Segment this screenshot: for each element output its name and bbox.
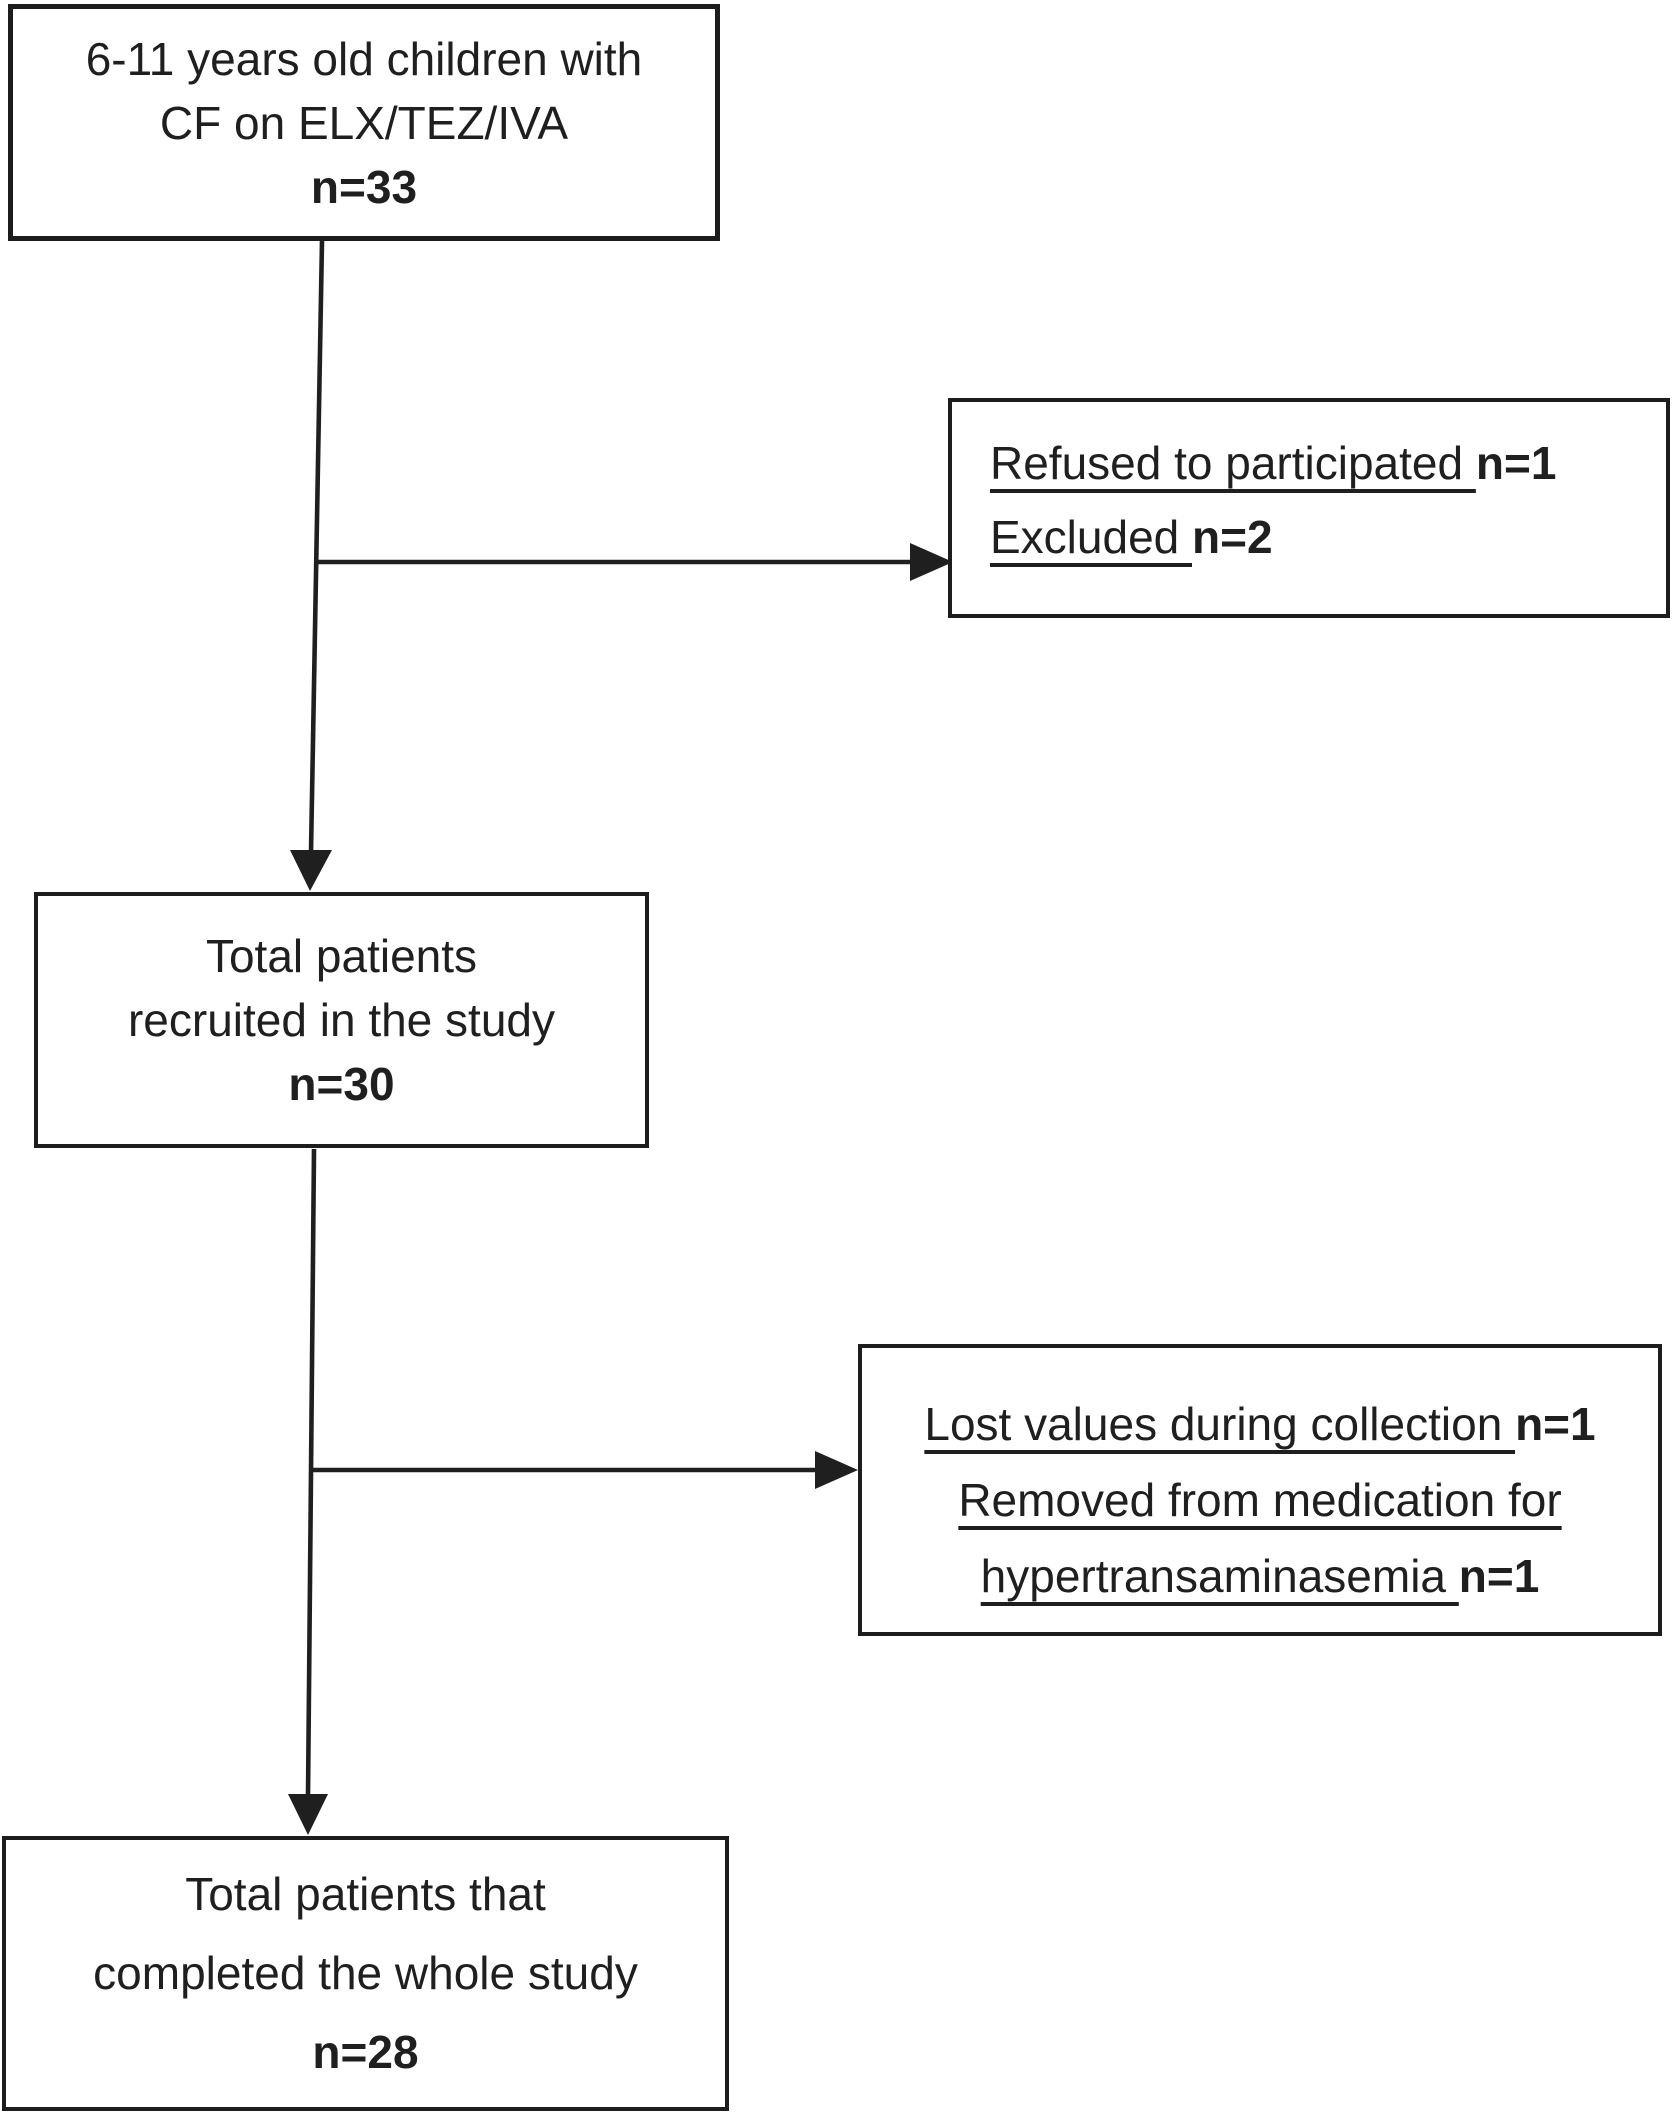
- connector-recruited-to-completed: [288, 1148, 328, 1835]
- refused-count: n=1: [1475, 437, 1557, 489]
- removed-medication-count: n=1: [1458, 1550, 1540, 1602]
- box-line: 6-11 years old children with: [85, 32, 643, 85]
- box-line: Total patients: [205, 930, 478, 982]
- box-count: n=30: [288, 1058, 395, 1110]
- removed-medication-label-line1: Removed from medication for: [958, 1474, 1562, 1526]
- box-line: CF on ELX/TEZ/IVA: [159, 96, 569, 149]
- arrowhead-right-refused: [910, 543, 953, 581]
- box-line: Lost values during collection n=1: [924, 1386, 1595, 1462]
- box-recruited-patients: Total patients recruited in the study n=…: [34, 892, 649, 1148]
- box-line: hypertransaminasemia n=1: [981, 1538, 1540, 1614]
- box-refused-excluded: Refused to participated n=1 Excluded n=2: [948, 398, 1670, 618]
- excluded-label: Excluded: [990, 511, 1193, 563]
- box-line: Excluded n=2: [990, 500, 1646, 574]
- box-eligible-children: 6-11 years old children with CF on ELX/T…: [8, 4, 720, 241]
- refused-label: Refused to participated: [990, 437, 1476, 489]
- box-line: Total patients that: [185, 1868, 546, 1920]
- box-line: Removed from medication for: [958, 1462, 1561, 1538]
- box-completed-patients: Total patients that completed the whole …: [2, 1836, 729, 2111]
- arrowhead-down-completed: [288, 1794, 328, 1835]
- arrowhead-down-recruited: [290, 850, 332, 891]
- box-line: Refused to participated n=1: [990, 426, 1646, 500]
- connector-branch-to-withdrawn: [310, 1451, 858, 1489]
- connector-eligible-to-recruited: [290, 240, 332, 891]
- arrowhead-right-withdrawn: [815, 1451, 858, 1489]
- lost-values-count: n=1: [1515, 1398, 1596, 1450]
- excluded-count: n=2: [1192, 511, 1273, 563]
- box-line: completed the whole study: [93, 1947, 638, 1999]
- removed-medication-label-line2: hypertransaminasemia: [980, 1550, 1459, 1602]
- connector-branch-to-refused: [317, 543, 953, 581]
- lost-values-label: Lost values during collection: [924, 1398, 1516, 1450]
- box-count: n=28: [312, 2026, 419, 2078]
- box-count: n=33: [310, 160, 418, 213]
- box-withdrawn-patients: Lost values during collection n=1 Remove…: [858, 1344, 1662, 1636]
- box-line: recruited in the study: [127, 994, 555, 1046]
